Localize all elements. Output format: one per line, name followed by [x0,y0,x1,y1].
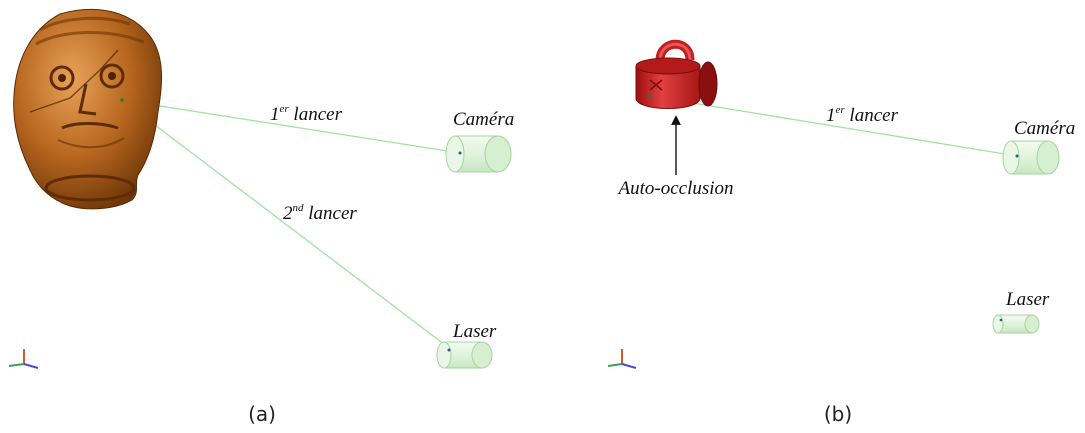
ray1-label-b: 1er lancer [826,104,899,126]
camera-label-a: Caméra [453,109,514,130]
ray1-label-a: 1er lancer [270,103,343,125]
ray-to-camera-a [121,99,461,154]
head-sculpture [13,8,163,210]
ray-to-laser-a [121,99,450,349]
camera-label-b: Caméra [1014,118,1075,139]
panel-a: 1er lancer 2nd lancer Caméra Laser ( [8,8,514,426]
occlusion-label: Auto-occlusion [616,178,733,199]
laser-label-a: Laser [452,321,497,342]
camera-device-b [1002,140,1060,175]
axes-gizmo-a [8,349,39,369]
caption-a: (a) [248,402,276,426]
ray2-label-a: 2nd lancer [283,202,357,224]
panel-b: Auto-occlusion 1er lancer Caméra Laser ( [607,39,1075,426]
caption-b: (b) [824,402,852,426]
laser-device-a [436,341,493,369]
ray-to-camera-b [649,95,1018,157]
axes-gizmo-b [607,349,637,369]
camera-device-a [445,135,512,173]
laser-device-b [992,314,1040,334]
laser-label-b: Laser [1005,289,1050,310]
mug [635,39,718,109]
